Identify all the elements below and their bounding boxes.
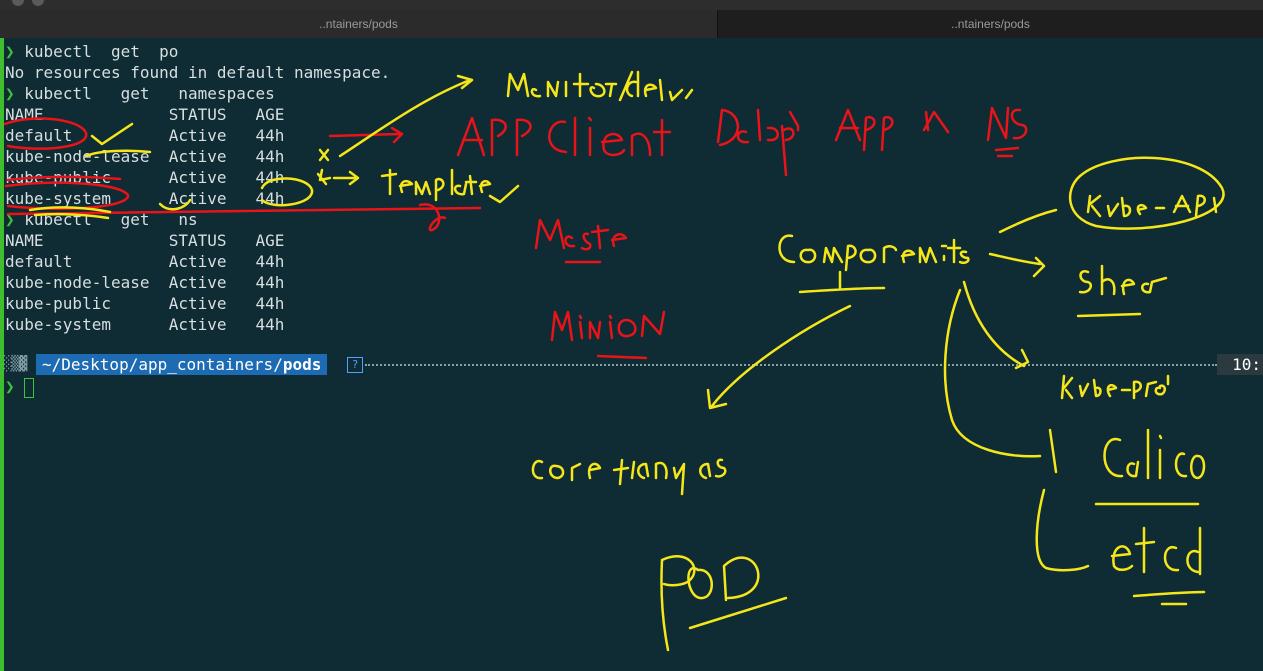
dotted-filler <box>365 364 1217 366</box>
output-text: No resources found in default namespace. <box>5 63 391 82</box>
red-arrow <box>328 126 404 144</box>
underline-kube-public <box>6 175 122 182</box>
tab-bar: ..ntainers/pods ..ntainers/pods <box>0 10 1263 38</box>
output-line: NAME STATUS AGE <box>5 230 1263 251</box>
output-text: kube-system Active 44h <box>5 189 285 208</box>
minimize-window-button[interactable] <box>32 0 44 6</box>
output-line: kube-system Active 44h <box>5 314 1263 335</box>
arrow-to-monitor <box>338 74 474 158</box>
active-pane-indicator <box>0 38 4 671</box>
note-shed <box>1076 264 1168 318</box>
note-core-fixing-as <box>531 458 727 496</box>
note-etcd <box>1110 526 1206 606</box>
output-text: NAME STATUS AGE <box>5 231 285 250</box>
clock-readout: 10: <box>1217 354 1263 375</box>
note-template <box>380 168 492 202</box>
output-line: NAME STATUS AGE <box>5 104 1263 125</box>
output-line: kube-node-lease Active 44h <box>5 272 1263 293</box>
output-line: kube-public Active 44h <box>5 293 1263 314</box>
x-mark-2 <box>316 168 332 186</box>
underline-yellow-1 <box>84 149 152 158</box>
smile-kube-system <box>158 198 192 211</box>
note-master <box>534 218 628 264</box>
command-line: ❯ kubectl get namespaces <box>5 83 1263 104</box>
output-text: kube-system Active 44h <box>5 315 285 334</box>
x-mark-1 <box>318 148 330 162</box>
path-prefix: ~/Desktop/app_containers/ <box>42 355 283 374</box>
command-text: kubectl get po <box>24 42 179 61</box>
prompt-status-line: ░▒▓ ~/Desktop/app_containers/pods ? 10: <box>0 354 1263 375</box>
output-text: NAME STATUS AGE <box>5 105 285 124</box>
output-text: default Active 44h <box>5 126 285 145</box>
segment-separator-icon: ░▒▓ <box>4 356 27 372</box>
note-calico <box>1103 428 1206 480</box>
note-app-client <box>456 116 672 157</box>
arrow-down-left <box>706 304 852 410</box>
output-line: kube-system Active 44h <box>5 188 1263 209</box>
note-minion <box>550 310 666 360</box>
note-kube-proxy <box>1060 374 1170 400</box>
bracket-lines <box>943 288 1200 572</box>
path-dir: pods <box>282 355 322 374</box>
arrow-to-template <box>332 170 360 186</box>
arrow-to-shed <box>988 252 1046 278</box>
note-pod <box>660 555 788 652</box>
note-kube-api <box>1086 194 1218 218</box>
check-template <box>488 184 520 204</box>
prompt-symbol: ❯ <box>5 42 15 61</box>
circle-default <box>3 117 88 150</box>
prompt-symbol: ❯ <box>5 377 15 396</box>
current-path: ~/Desktop/app_containers/pods <box>36 354 328 375</box>
prompt-symbol: ❯ <box>5 84 15 103</box>
circle-age <box>260 177 314 207</box>
red-ink-strokes <box>3 106 1028 360</box>
output-text: kube-public Active 44h <box>5 294 285 313</box>
yellow-ink-strokes <box>28 70 1225 652</box>
scribble-kube-system <box>28 206 112 220</box>
help-icon[interactable]: ? <box>347 357 363 373</box>
tab-pods-2[interactable]: ..ntainers/pods <box>718 10 1263 38</box>
output-text: kube-node-lease Active 44h <box>5 273 285 292</box>
arrow-to-kube-proxy <box>962 280 1030 370</box>
output-line: default Active 44h <box>5 251 1263 272</box>
red-swirl <box>418 203 447 232</box>
circle-kube-api <box>1068 156 1225 230</box>
arrow-to-kube-api <box>998 208 1058 234</box>
note-deploy-app-in-ns <box>716 106 1028 177</box>
output-text: default Active 44h <box>5 252 285 271</box>
input-line[interactable]: ❯ <box>5 376 34 398</box>
note-monitor-debugs <box>506 70 694 102</box>
close-window-button[interactable] <box>12 0 24 6</box>
output-line: No resources found in default namespace. <box>5 62 1263 83</box>
output-line: default Active 44h <box>5 125 1263 146</box>
command-text: kubectl get namespaces <box>24 84 275 103</box>
command-line: ❯ kubectl get po <box>5 41 1263 62</box>
prompt-symbol: ❯ <box>5 210 15 229</box>
note-components <box>778 234 970 294</box>
window-titlebar <box>0 0 1263 10</box>
check-default <box>90 122 134 146</box>
circle-kube-system <box>4 181 130 210</box>
tab-pods-1[interactable]: ..ntainers/pods <box>0 10 718 38</box>
text-cursor <box>23 377 34 398</box>
